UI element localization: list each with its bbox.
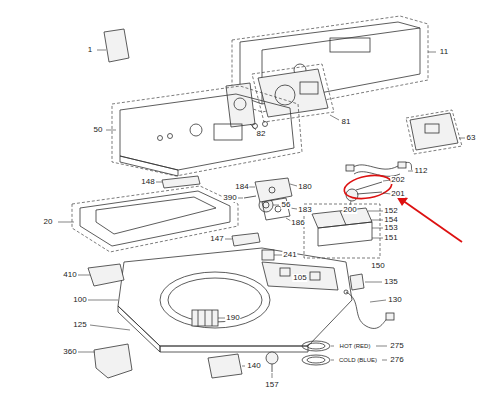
callout-number: 180 xyxy=(297,183,312,191)
top-cover xyxy=(118,248,352,352)
small-part xyxy=(262,250,274,260)
callout-number: 152 xyxy=(383,207,398,215)
callout-number: 183 xyxy=(297,206,312,214)
callout-number: 50 xyxy=(93,126,104,134)
callout-number: 147 xyxy=(209,235,224,243)
callout-number: 100 xyxy=(72,296,87,304)
inlet-hoses xyxy=(302,341,330,365)
cover-part xyxy=(208,354,242,378)
callout-number: 112 xyxy=(414,167,429,175)
callout-number: 140 xyxy=(246,362,261,370)
hinge-part xyxy=(94,344,132,378)
callout-number: 275 xyxy=(389,342,404,350)
callout-number: 276 xyxy=(389,356,404,364)
leveling-foot xyxy=(266,352,278,364)
callout-number: 201 xyxy=(390,190,405,198)
callout-number: 135 xyxy=(383,278,398,286)
callout-number: 190 xyxy=(225,314,240,322)
callout-number: 81 xyxy=(341,118,352,126)
callout-number: 11 xyxy=(439,48,449,56)
highlight-circle xyxy=(342,172,393,202)
callout-number: 1 xyxy=(87,46,93,54)
red-arrow xyxy=(396,196,462,242)
callout-number: 186 xyxy=(290,219,305,227)
lid xyxy=(72,186,238,252)
callout-number: 20 xyxy=(43,218,54,226)
callout-number: 63 xyxy=(466,134,477,142)
callout-number: 130 xyxy=(387,296,402,304)
grille-part xyxy=(192,310,218,326)
callout-number: 202 xyxy=(390,176,405,184)
callout-number: 184 xyxy=(234,183,249,191)
back-panel xyxy=(232,16,428,112)
ui-board xyxy=(252,64,334,122)
callout-number: 360 xyxy=(62,348,77,356)
callout-number: 241 xyxy=(282,251,297,259)
hinge-part xyxy=(88,264,124,286)
callout-number: 410 xyxy=(62,271,77,279)
callout-number: 200 xyxy=(342,206,357,214)
callout-number: 157 xyxy=(264,381,279,389)
bracket xyxy=(162,176,200,188)
bracket xyxy=(232,233,260,246)
console xyxy=(112,86,302,176)
lid-switch xyxy=(244,178,292,220)
callout-number: 151 xyxy=(383,234,398,242)
callout-number: 150 xyxy=(370,262,385,270)
callout-number: 56 xyxy=(281,201,292,209)
hose-tag: COLD (BLUE) xyxy=(338,357,378,363)
hose-tag: HOT (RED) xyxy=(339,343,372,349)
callout-number: 82 xyxy=(256,130,267,138)
dispenser xyxy=(304,204,380,258)
callout-number: 390 xyxy=(222,194,237,202)
callout-number: 154 xyxy=(383,216,398,224)
callout-number: 148 xyxy=(140,178,155,186)
clip xyxy=(350,274,364,290)
callout-number: 153 xyxy=(383,224,398,232)
manual-sheet xyxy=(104,29,129,62)
control-board xyxy=(406,110,462,154)
callout-number: 125 xyxy=(72,321,87,329)
wire-harness xyxy=(346,162,412,176)
callout-number: 105 xyxy=(292,274,307,282)
